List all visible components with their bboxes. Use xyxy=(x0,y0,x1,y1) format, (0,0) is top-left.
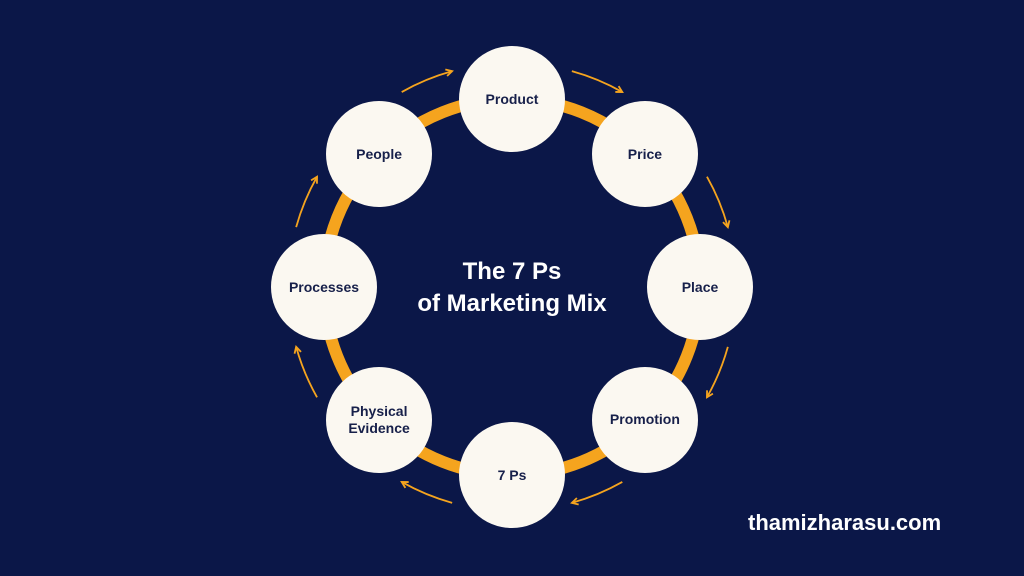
arrowhead-icon xyxy=(722,220,731,229)
arrow-icon xyxy=(571,481,623,504)
arrowhead-icon xyxy=(400,481,409,489)
node-price: Price xyxy=(591,101,698,208)
arrow-icon xyxy=(401,481,453,504)
arrow-icon xyxy=(295,346,318,398)
node-product: Product xyxy=(459,46,565,152)
diagram-title: The 7 Ps of Marketing Mix xyxy=(372,256,652,320)
title-line-1: The 7 Ps xyxy=(462,258,562,285)
node-place: Place xyxy=(647,234,753,340)
node-7-ps: 7 Ps xyxy=(459,422,565,528)
node-physical-evidence: Physical Evidence xyxy=(326,366,433,473)
arrowhead-icon xyxy=(706,390,714,399)
arrowhead-icon xyxy=(570,497,579,506)
arrowhead-icon xyxy=(310,175,318,184)
arrowhead-icon xyxy=(293,345,302,354)
arrow-icon xyxy=(706,176,729,228)
arrow-icon xyxy=(295,176,318,228)
arrow-icon xyxy=(571,70,623,93)
arrowhead-icon xyxy=(615,85,624,93)
node-promotion: Promotion xyxy=(591,366,698,473)
arrow-icon xyxy=(706,346,729,398)
node-people: People xyxy=(326,101,433,208)
title-line-2: of Marketing Mix xyxy=(417,290,607,317)
node-processes: Processes xyxy=(271,234,377,340)
website-label: thamizharasu.com xyxy=(748,510,942,535)
arrowhead-icon xyxy=(445,68,454,77)
arrow-icon xyxy=(401,70,453,93)
